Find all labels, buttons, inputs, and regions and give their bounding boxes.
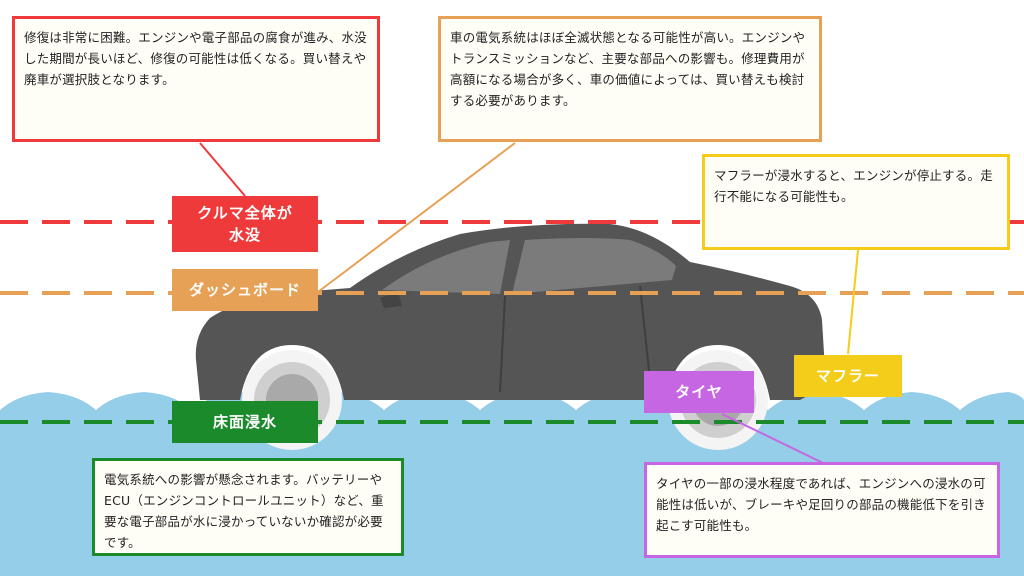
front-window [512, 238, 676, 294]
muffler-leader [847, 249, 859, 355]
full-submersion-label: クルマ全体が 水没 [172, 196, 318, 252]
tire-leader [721, 413, 826, 465]
full-submersion-leader [199, 142, 246, 197]
rear-window [382, 240, 510, 294]
side-mirror [380, 292, 402, 308]
dashboard-leader [317, 142, 516, 293]
tire-label: タイヤ [644, 371, 754, 413]
tire-note: タイヤの一部の浸水程度であれば、エンジンへの浸水の可能性は低いが、ブレーキや足回… [644, 462, 1000, 558]
dashboard-note: 車の電気系統はほぼ全滅状態となる可能性が高い。エンジンやトランスミッションなど、… [438, 16, 822, 142]
dashboard-label: ダッシュボード [172, 269, 318, 311]
car [195, 223, 826, 450]
muffler-label: マフラー [794, 355, 902, 397]
full-submersion-note: 修復は非常に困難。エンジンや電子部品の腐食が進み、水没した期間が長いほど、修復の… [12, 16, 380, 142]
floor-label: 床面浸水 [172, 401, 318, 443]
floor-note: 電気系統への影響が懸念されます。バッテリーやECU（エンジンコントロールユニット… [92, 458, 404, 556]
muffler-note: マフラーが浸水すると、エンジンが停止する。走行不能になる可能性も。 [702, 154, 1010, 250]
